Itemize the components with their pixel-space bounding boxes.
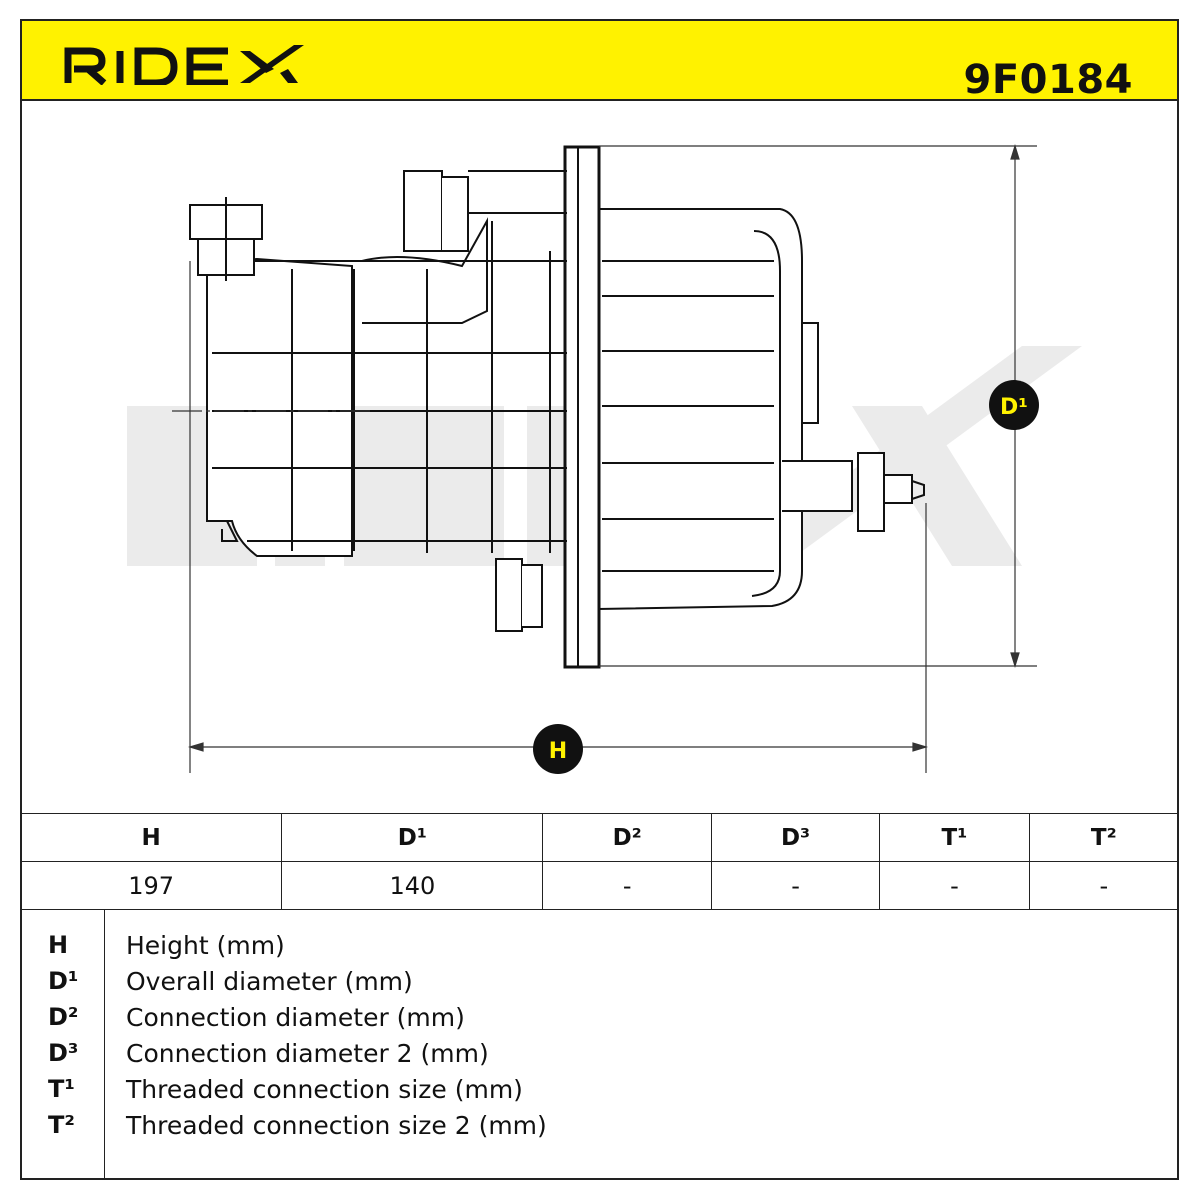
- legend-description: Threaded connection size (mm): [126, 1075, 523, 1104]
- value-cell: -: [1028, 861, 1180, 910]
- header-cell: T¹: [879, 813, 1030, 862]
- legend-description: Height (mm): [126, 931, 285, 960]
- header-cell: H: [19, 813, 283, 862]
- marker-h: H: [533, 724, 583, 774]
- spec-table-value-row: 197 140 - - - -: [19, 861, 1180, 910]
- technical-drawing: D¹ H: [127, 143, 1082, 774]
- ridex-logo: [64, 45, 304, 85]
- legend-symbol: T²: [48, 1111, 75, 1139]
- marker-h-label: H: [549, 739, 567, 764]
- legend-item: T² Threaded connection size 2 (mm): [22, 1107, 1177, 1143]
- legend: H Height (mm) D¹ Overall diameter (mm) D…: [20, 909, 1179, 1180]
- legend-description: Threaded connection size 2 (mm): [126, 1111, 547, 1140]
- legend-symbol: T¹: [48, 1075, 75, 1103]
- legend-symbol: D¹: [48, 967, 79, 995]
- marker-d1-label: D¹: [1000, 395, 1028, 420]
- legend-symbol: D³: [48, 1039, 79, 1067]
- value-cell: 197: [19, 861, 283, 910]
- legend-item: H Height (mm): [22, 927, 1177, 963]
- value-cell: -: [710, 861, 881, 910]
- fuel-filter-housing: [189, 145, 925, 669]
- legend-description: Overall diameter (mm): [126, 967, 413, 996]
- legend-description: Connection diameter 2 (mm): [126, 1039, 489, 1068]
- legend-divider: [104, 909, 105, 1178]
- spec-table: H D¹ D² D³ T¹ T² 197 140 - - - -: [19, 813, 1180, 910]
- legend-description: Connection diameter (mm): [126, 1003, 465, 1032]
- value-cell: -: [879, 861, 1030, 910]
- part-number: 9F0184: [963, 57, 1133, 103]
- header-cell: T²: [1028, 813, 1180, 862]
- legend-symbol: D²: [48, 1003, 79, 1031]
- header-cell: D³: [710, 813, 881, 862]
- legend-item: D² Connection diameter (mm): [22, 999, 1177, 1035]
- value-cell: 140: [281, 861, 544, 910]
- spec-table-header-row: H D¹ D² D³ T¹ T²: [19, 813, 1180, 862]
- value-cell: -: [542, 861, 712, 910]
- legend-item: D¹ Overall diameter (mm): [22, 963, 1177, 999]
- header-cell: D²: [542, 813, 712, 862]
- legend-symbol: H: [48, 931, 69, 959]
- legend-item: T¹ Threaded connection size (mm): [22, 1071, 1177, 1107]
- legend-item: D³ Connection diameter 2 (mm): [22, 1035, 1177, 1071]
- header-cell: D¹: [281, 813, 544, 862]
- header-bar: 9F0184: [20, 19, 1179, 103]
- marker-d1: D¹: [989, 380, 1039, 430]
